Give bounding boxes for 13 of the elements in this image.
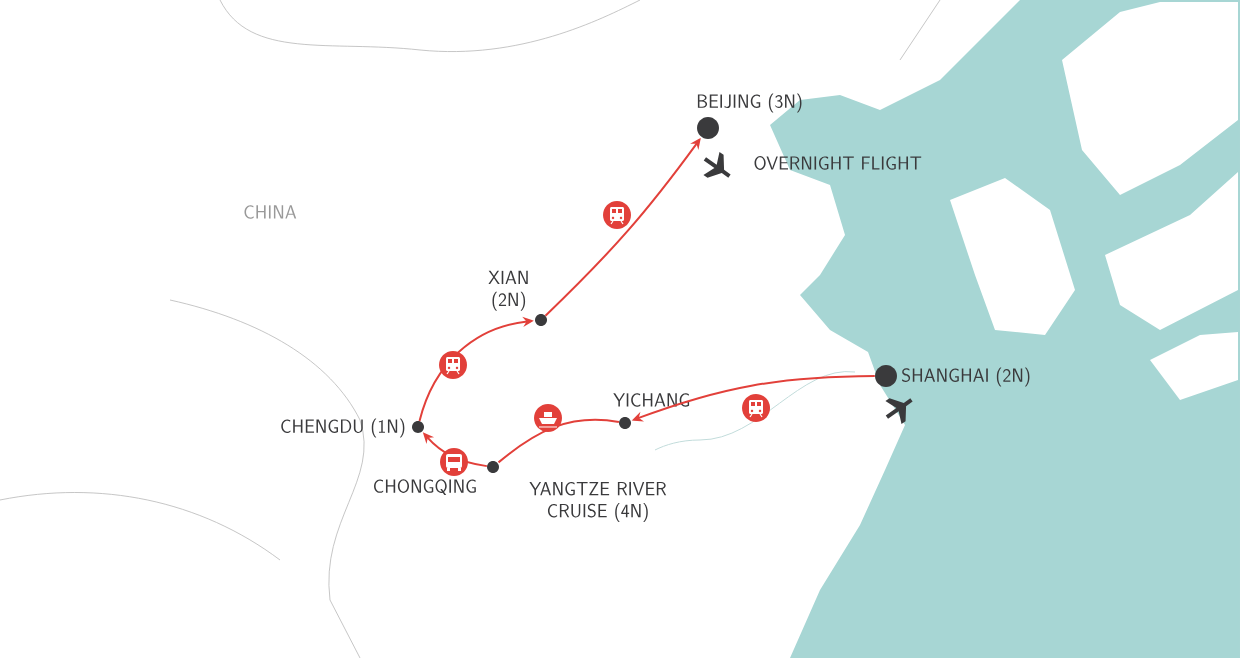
city-label: BEIJING (3N) (697, 93, 802, 113)
region-label: CHINA (244, 205, 297, 219)
city-marker (875, 365, 1030, 387)
city-marker (374, 461, 499, 496)
city-label: CHONGQING (374, 479, 476, 496)
city-marker (613, 393, 690, 429)
city-label: CHENGDU (1N) (281, 418, 405, 438)
city-marker (697, 93, 802, 139)
city-label: SHANGHAI (2N) (902, 367, 1030, 387)
city-label: XIAN (2N) (488, 270, 528, 311)
city-marker (488, 270, 547, 326)
city-label: YICHANG (613, 393, 690, 407)
edge-label: YANGTZE RIVER CRUISE (4N) (529, 482, 667, 522)
